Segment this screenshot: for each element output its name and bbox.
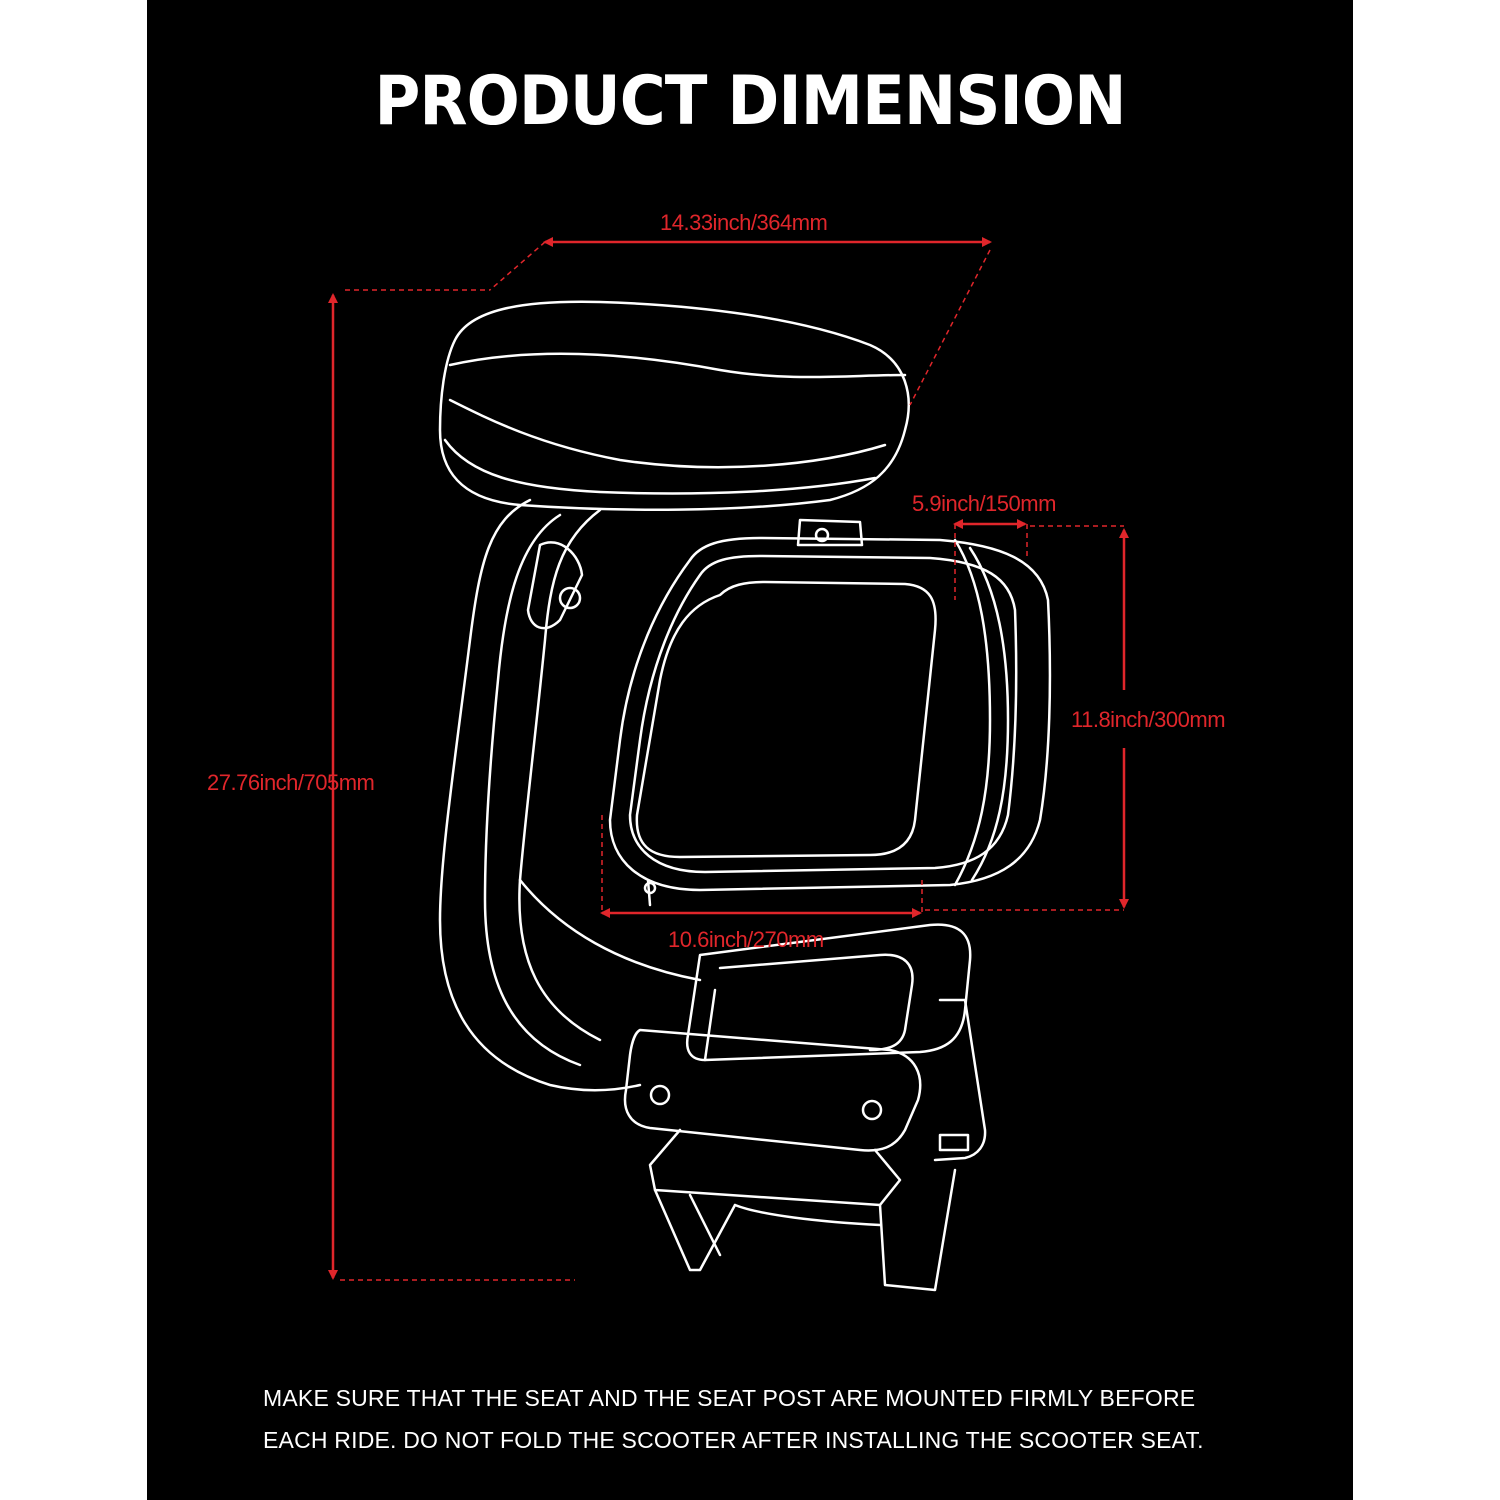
bag-width-label: 10.6inch/270mm — [668, 927, 824, 952]
seat-width-label: 14.33inch/364mm — [660, 210, 828, 235]
safety-note-line-1: MAKE SURE THAT THE SEAT AND THE SEAT POS… — [263, 1385, 1196, 1411]
seat-cushion-drawing — [438, 300, 910, 511]
bag-depth-label: 5.9inch/150mm — [912, 491, 1056, 516]
storage-bag-drawing — [608, 518, 1052, 907]
seat-width-extension-left — [489, 241, 546, 291]
safety-note-line-2: EACH RIDE. DO NOT FOLD THE SCOOTER AFTER… — [263, 1427, 1204, 1453]
seat-post-drawing — [438, 498, 702, 1092]
page-title: PRODUCT DIMENSION — [374, 62, 1126, 141]
dimension-lines — [328, 237, 1129, 1281]
bag-height-label: 11.8inch/300mm — [1071, 707, 1226, 732]
product-outline — [438, 300, 1052, 1292]
mount-bracket-drawing — [623, 923, 987, 1292]
product-panel — [147, 0, 1353, 1500]
total-height-label: 27.76inch/705mm — [207, 770, 375, 795]
seat-width-extension-right — [909, 249, 991, 406]
